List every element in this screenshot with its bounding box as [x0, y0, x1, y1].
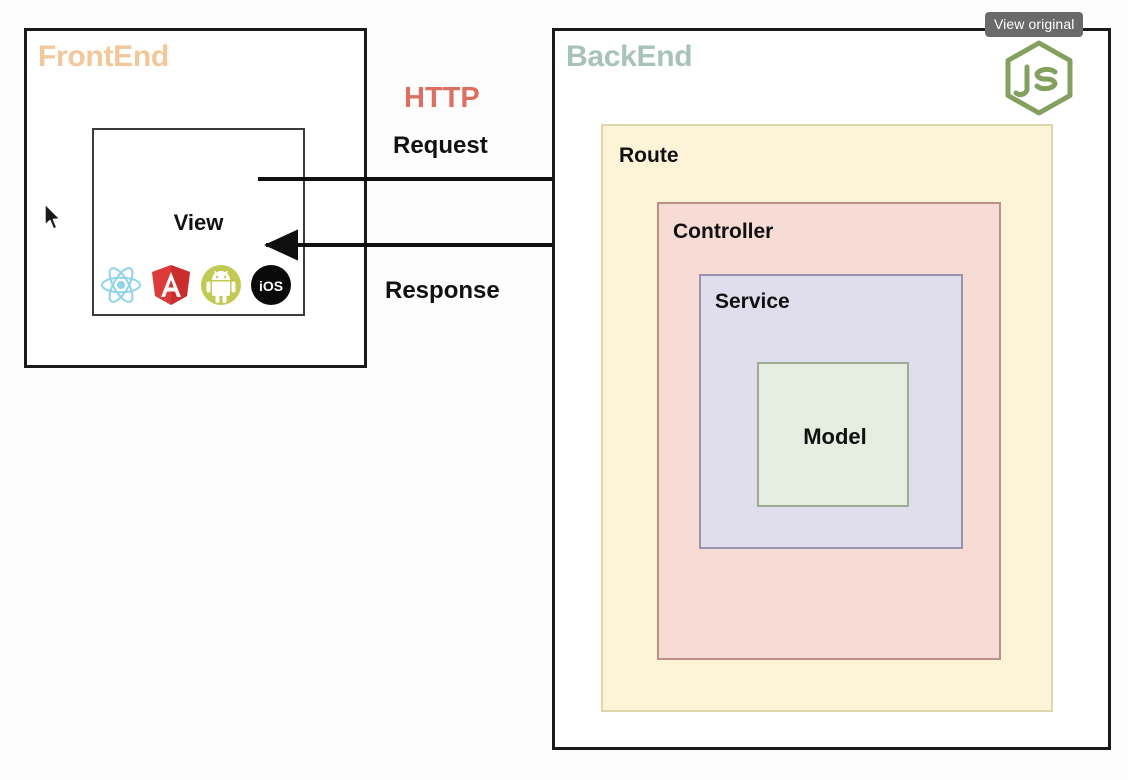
view-label: View [173, 210, 224, 235]
frontend-title: FrontEnd [38, 40, 169, 73]
layer-model: Model [757, 362, 909, 507]
layer-route: Route Controller Service Model [601, 124, 1053, 712]
ios-icon: iOS [250, 264, 292, 306]
svg-text:iOS: iOS [259, 278, 283, 294]
layer-controller-label: Controller [673, 220, 774, 243]
layer-service: Service Model [699, 274, 963, 549]
mouse-cursor-icon [43, 203, 63, 233]
nodejs-logo-icon [1002, 40, 1076, 124]
http-response-label: Response [385, 277, 500, 304]
view-original-tooltip[interactable]: View original [985, 12, 1084, 37]
tech-icon-row: iOS [100, 262, 300, 308]
http-protocol-label: HTTP [404, 82, 480, 114]
backend-title: BackEnd [566, 40, 693, 73]
layer-controller: Controller Service Model [657, 202, 1001, 660]
layer-route-label: Route [619, 144, 679, 167]
http-request-label: Request [393, 132, 488, 159]
android-icon [200, 264, 242, 306]
angular-icon [150, 264, 192, 306]
layer-model-label: Model [803, 424, 867, 449]
react-icon [100, 264, 142, 306]
layer-service-label: Service [715, 290, 790, 313]
